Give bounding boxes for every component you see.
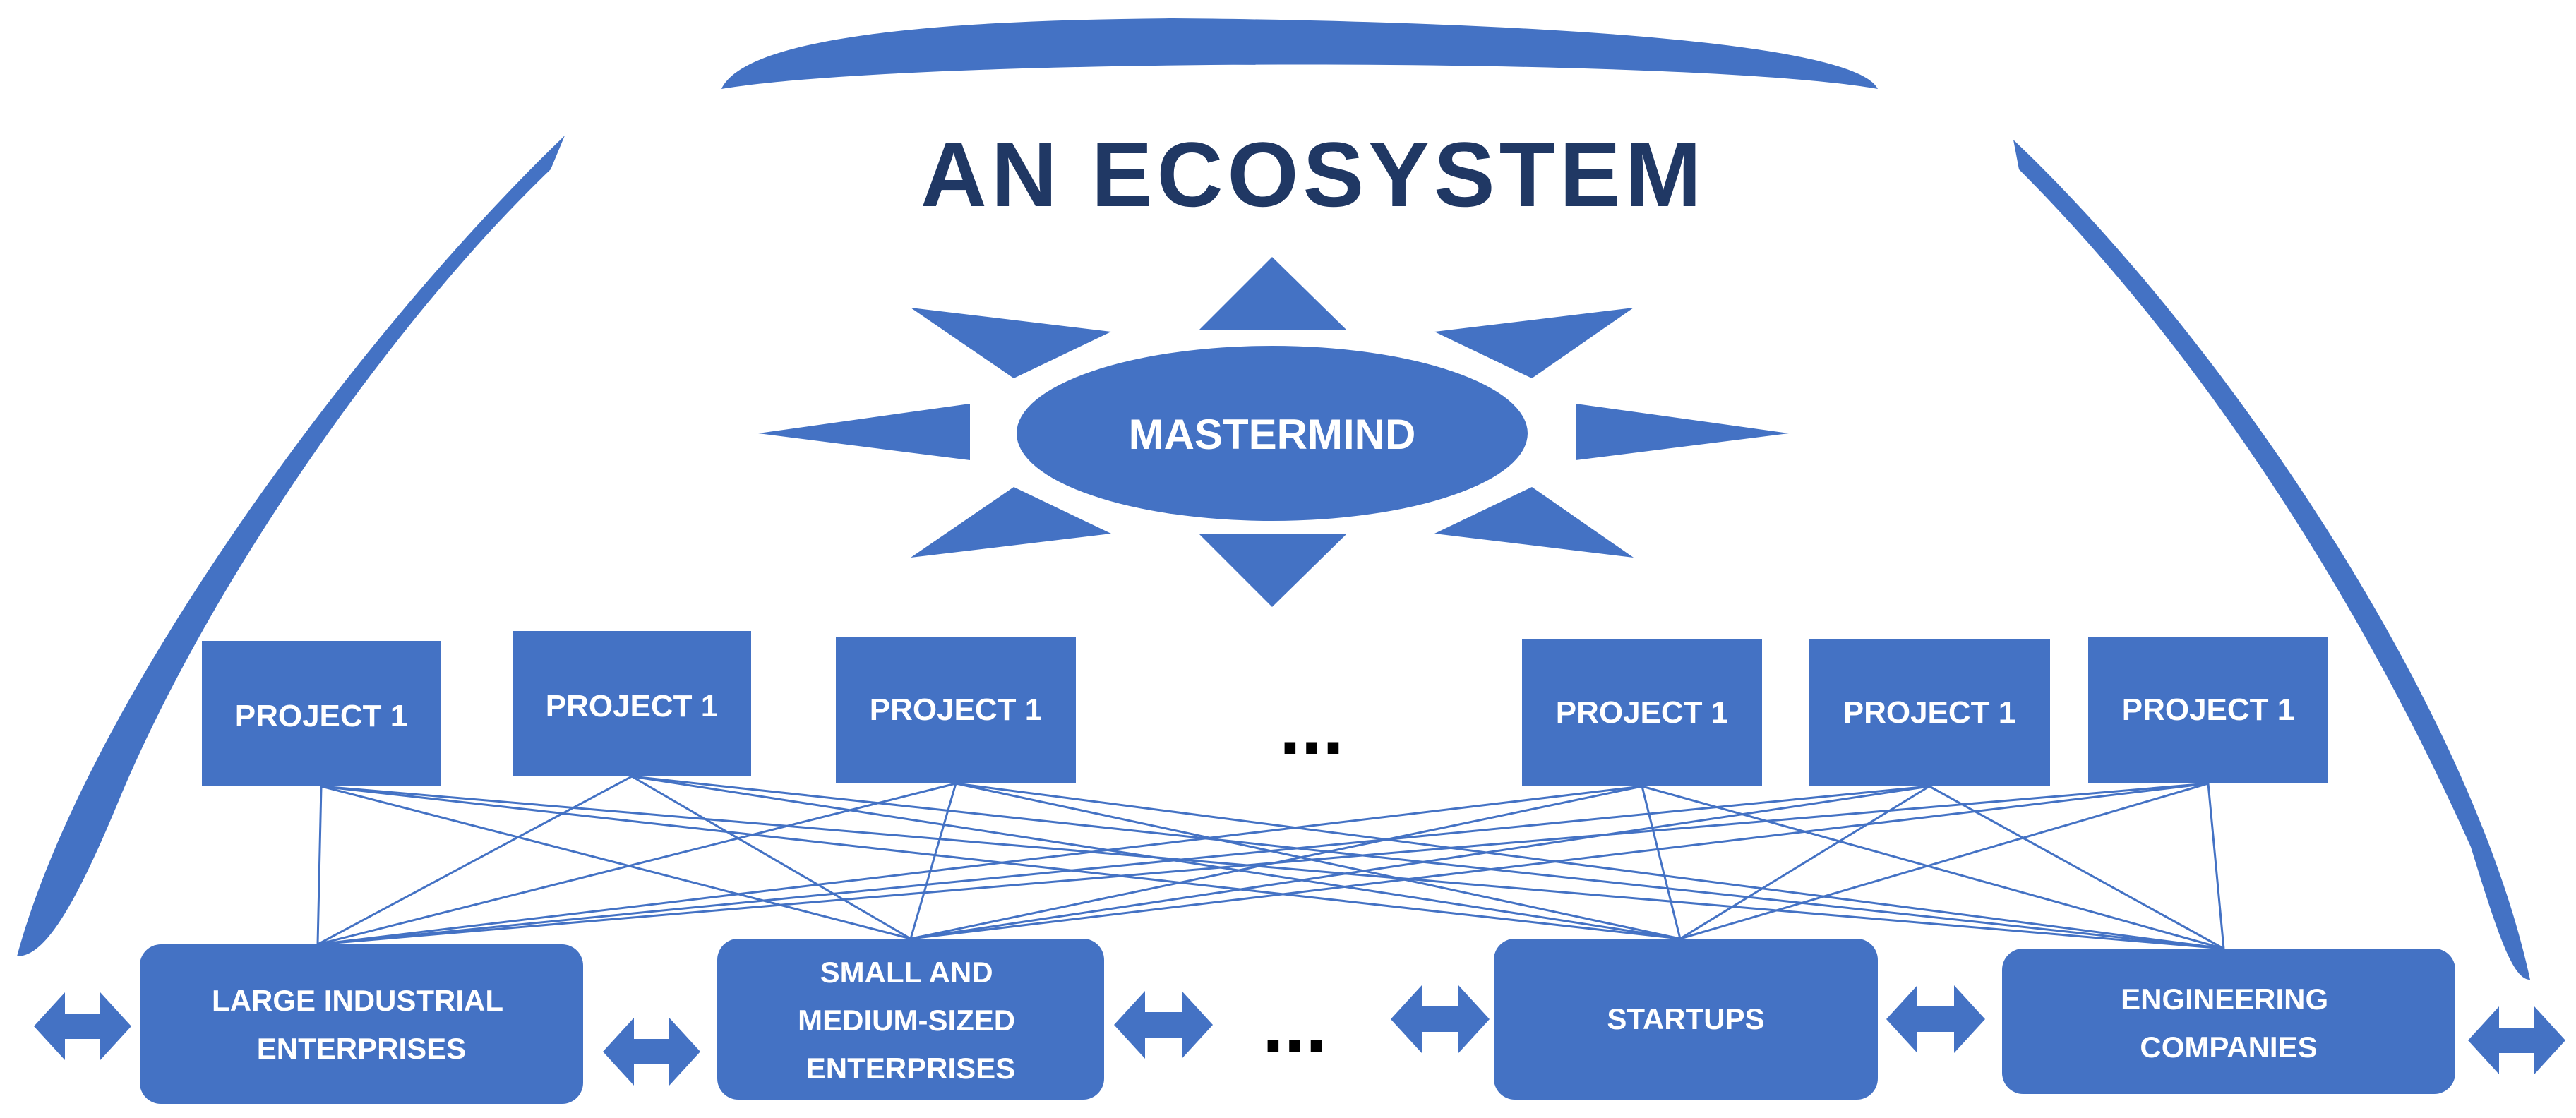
ray-top (1199, 257, 1347, 330)
mastermind-label: MASTERMIND (1129, 411, 1416, 458)
projects-ellipsis: ... (1279, 684, 1344, 771)
top-arc (721, 18, 1878, 89)
project-box: PROJECT 1 (836, 637, 1076, 783)
double-arrow-icon (2468, 1006, 2565, 1074)
double-arrow-icon (1114, 991, 1213, 1059)
project-box: PROJECT 1 (2088, 637, 2328, 783)
participant-box-large-industrial: LARGE INDUSTRIAL ENTERPRISES (140, 944, 583, 1104)
participant-box-startups: STARTUPS (1494, 939, 1878, 1100)
double-arrow-icon (603, 1018, 700, 1086)
connection-line (1641, 786, 1682, 939)
connection-line (317, 785, 1930, 946)
connection-line (317, 782, 2209, 946)
connection-line (1929, 785, 2224, 950)
connection-line (317, 785, 1643, 946)
ray-top-left (911, 308, 1111, 378)
connection-line (317, 782, 957, 946)
mastermind-ellipse (1017, 346, 1528, 521)
connection-line (1679, 785, 1930, 940)
ray-right (1576, 404, 1789, 460)
participant-box-engineering: ENGINEERING COMPANIES (2002, 949, 2455, 1094)
participant-label: LARGE INDUSTRIAL ENTERPRISES (212, 984, 511, 1065)
connection-line (955, 782, 2224, 950)
connection-line (909, 783, 957, 939)
ray-left (758, 404, 970, 460)
connection-line (631, 775, 1681, 940)
connection-line (320, 785, 911, 940)
participants-ellipsis: ... (1262, 982, 1327, 1069)
connection-line (631, 775, 2224, 950)
double-arrow-icon (1886, 985, 1985, 1053)
project-label: PROJECT 1 (546, 689, 719, 723)
connection-line (910, 785, 1930, 940)
ray-top-right (1434, 308, 1634, 378)
connection-line (631, 775, 911, 940)
project-box: PROJECT 1 (1522, 639, 1762, 786)
connection-line (317, 775, 633, 946)
connection-line (1641, 785, 2224, 950)
mastermind-rays (758, 257, 1789, 607)
connection-line (2207, 783, 2225, 949)
connection-line (910, 782, 2209, 940)
left-arc (17, 136, 565, 956)
project-label: PROJECT 1 (1843, 695, 2016, 730)
project-box: PROJECT 1 (513, 631, 751, 776)
participant-label: SMALL AND MEDIUM-SIZED ENTERPRISES (798, 956, 1024, 1085)
participant-box-sme: SMALL AND MEDIUM-SIZED ENTERPRISES (717, 939, 1104, 1100)
participant-label: ENGINEERING COMPANIES (2121, 982, 2337, 1064)
connection-line (320, 785, 2224, 950)
double-arrow-icon (34, 992, 131, 1060)
double-arrow-icon (1391, 985, 1490, 1053)
project-box: PROJECT 1 (1809, 639, 2050, 786)
connection-line (316, 786, 323, 945)
project-label: PROJECT 1 (1556, 695, 1729, 730)
double-arrows (34, 985, 2565, 1086)
project-label: PROJECT 1 (235, 699, 408, 733)
project-participant-links (316, 775, 2225, 950)
ray-bottom-left (911, 487, 1111, 558)
right-arc (2013, 140, 2530, 980)
ray-bottom (1199, 534, 1347, 607)
project-label: PROJECT 1 (870, 692, 1043, 727)
connection-line (1679, 782, 2209, 940)
project-box: PROJECT 1 (202, 641, 441, 786)
project-label: PROJECT 1 (2122, 692, 2295, 727)
ray-bottom-right (1434, 487, 1634, 558)
diagram-title: AN ECOSYSTEM (921, 123, 1706, 226)
participant-label: STARTUPS (1607, 1002, 1764, 1035)
connection-line (955, 782, 1681, 940)
